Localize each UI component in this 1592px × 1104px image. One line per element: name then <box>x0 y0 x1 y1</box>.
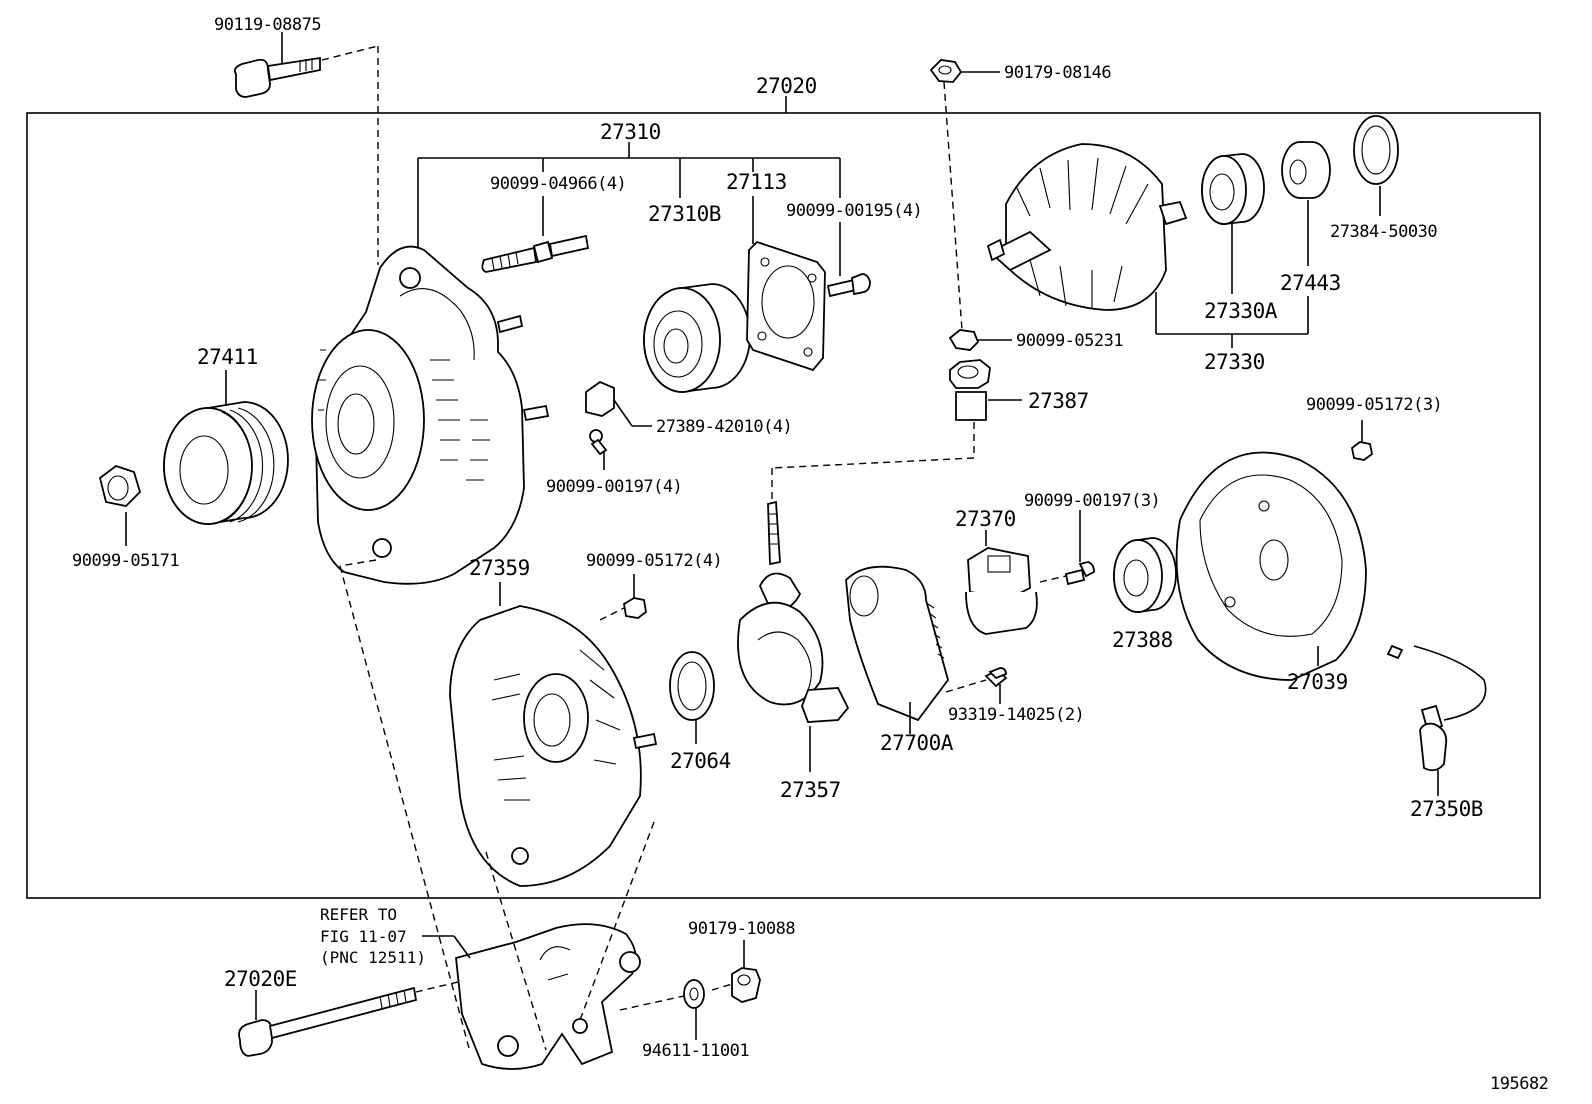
pulley-27411 <box>163 401 289 525</box>
label-27384-50030: 27384-50030 <box>1330 222 1437 242</box>
bearing-27310B <box>643 283 751 393</box>
bearing-27330A <box>1201 153 1265 225</box>
rectifier-27357 <box>737 500 850 723</box>
refer-note-line3: (PNC 12511) <box>320 948 426 967</box>
label-27330A: 27330A <box>1204 299 1278 323</box>
label-90099-05231: 90099-05231 <box>1016 331 1123 351</box>
screw-90099-00197-4 <box>589 429 608 456</box>
ring-27384-50030 <box>1353 115 1399 185</box>
nut-90099-05171 <box>98 464 142 507</box>
label-27330: 27330 <box>1204 350 1265 374</box>
regulator-27700A <box>845 565 949 722</box>
rear-cover-27039 <box>1175 451 1367 681</box>
ring-27388 <box>1113 537 1177 613</box>
label-90119-08875: 90119-08875 <box>214 15 321 35</box>
label-27387: 27387 <box>1028 389 1089 413</box>
label-27020: 27020 <box>756 74 817 98</box>
label-27370: 27370 <box>955 507 1016 531</box>
drive-end-frame <box>311 245 550 585</box>
mounting-bracket <box>455 923 641 1070</box>
brush-holder-27370 <box>965 547 1038 635</box>
screw-90099-00195 <box>826 273 871 298</box>
insulator-27387 <box>949 359 991 421</box>
label-27359: 27359 <box>469 556 530 580</box>
stud-90099-04966 <box>481 234 590 273</box>
label-90099-00197-4: 90099-00197(4) <box>546 477 682 497</box>
label-90099-00197-3: 90099-00197(3) <box>1024 491 1160 511</box>
label-27388: 27388 <box>1112 628 1173 652</box>
label-27357: 27357 <box>780 778 841 802</box>
label-94611-11001: 94611-11001 <box>642 1041 749 1061</box>
refer-note-line1: REFER TO <box>320 905 397 924</box>
assembly-frame <box>26 112 1541 899</box>
label-27389-42010: 27389-42010(4) <box>656 417 792 437</box>
terminal-27389-42010 <box>585 380 615 417</box>
label-27350B: 27350B <box>1410 797 1483 821</box>
rectifier-end-frame-27359 <box>449 605 658 887</box>
label-90099-05171: 90099-05171 <box>72 551 179 571</box>
cover-27443 <box>1281 141 1331 199</box>
label-27443: 27443 <box>1280 271 1341 295</box>
condenser-27350B <box>1386 644 1487 772</box>
nut-90179-10088 <box>731 967 761 1003</box>
label-27039: 27039 <box>1287 670 1348 694</box>
label-27310: 27310 <box>600 120 661 144</box>
nut-90099-05172-3 <box>1351 441 1373 461</box>
rotor <box>986 143 1188 311</box>
label-90099-05172-3: 90099-05172(3) <box>1306 395 1442 415</box>
plate-27113 <box>746 240 826 372</box>
label-90099-04966: 90099-04966(4) <box>490 174 626 194</box>
label-93319-14025: 93319-14025(2) <box>948 705 1084 725</box>
label-27310B: 27310B <box>648 202 721 226</box>
washer-94611-11001 <box>683 979 705 1009</box>
refer-note-line2: FIG 11-07 <box>320 927 407 946</box>
label-90099-05172-4: 90099-05172(4) <box>586 551 722 571</box>
label-90179-08146: 90179-08146 <box>1004 63 1111 83</box>
label-90179-10088: 90179-10088 <box>688 919 795 939</box>
figure-id: 195682 <box>1490 1074 1548 1094</box>
label-27113: 27113 <box>726 170 787 194</box>
label-27700A: 27700A <box>880 731 954 755</box>
nut-90099-05172-4 <box>623 597 647 619</box>
bolt-90119-08875 <box>233 56 321 98</box>
label-27020E: 27020E <box>224 967 297 991</box>
nut-90179-08146 <box>929 59 963 83</box>
screw-93319-14025 <box>984 667 1008 688</box>
screw-90099-00197-3 <box>1064 561 1095 586</box>
bolt-27020E <box>238 986 418 1057</box>
label-90099-00195: 90099-00195(4) <box>786 201 922 221</box>
nut-90099-05231 <box>948 329 980 351</box>
label-27411: 27411 <box>197 345 258 369</box>
seal-27064 <box>669 651 715 721</box>
label-27064: 27064 <box>670 749 731 773</box>
